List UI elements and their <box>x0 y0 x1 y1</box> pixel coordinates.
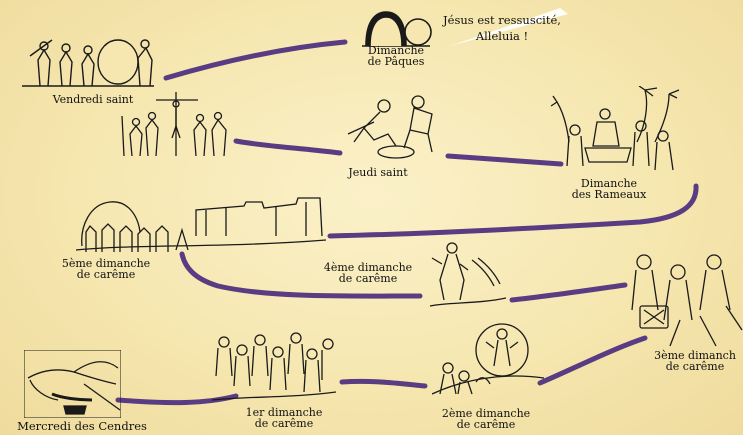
label-premier-line2: de carême <box>254 417 314 430</box>
label-quatre: 4ème dimanche de carême <box>316 262 420 284</box>
jesus-walking-scene <box>428 240 508 310</box>
tomb-scene <box>22 36 154 88</box>
path-segment-jeudi-vendredi <box>233 138 343 156</box>
label-announcement-line2: Alleluia ! <box>475 29 529 43</box>
label-deux-line1: 2ème dimanche <box>441 407 531 420</box>
label-deux-line2: de carême <box>456 418 516 431</box>
label-trois-line1: 3ème dimanch <box>654 349 736 362</box>
empty-tomb <box>360 8 432 48</box>
label-premier: 1er dimanche de carême <box>232 407 336 429</box>
label-paques: Dimanche de Pâques <box>350 45 442 67</box>
path-segment-premier-deux <box>339 378 428 389</box>
path-light-ray <box>450 8 568 46</box>
path-segment-quatre-cinq <box>179 251 423 299</box>
path-segment-rameaux-jeudi <box>445 153 564 167</box>
crowd-scene <box>630 250 743 348</box>
path-segment-deux-trois <box>537 335 648 386</box>
path-segment-cinq-rameaux <box>327 183 699 239</box>
label-cendres: Mercredi des Cendres <box>6 419 158 433</box>
label-premier-line1: 1er dimanche <box>245 406 323 419</box>
label-vendredi: Vendredi saint <box>30 94 156 105</box>
jerusalem-city-scene <box>76 196 328 252</box>
label-rameaux-line2: des Rameaux <box>571 188 647 201</box>
label-paques-line2: de Pâques <box>367 55 425 68</box>
label-vendredi-text: Vendredi saint <box>52 93 134 106</box>
label-jeudi: Jeudi saint <box>336 167 420 178</box>
label-paques-line1: Dimanche <box>367 44 425 57</box>
label-quatre-line1: 4ème dimanche <box>323 261 413 274</box>
label-trois: 3ème dimanch de carême <box>647 350 743 372</box>
foot-washing-scene <box>344 94 448 160</box>
path-segment-vendredi-paques <box>163 39 348 81</box>
label-cinq-line1: 5ème dimanche <box>61 257 151 270</box>
label-rameaux-line1: Dimanche <box>580 177 638 190</box>
label-cendres-text: Mercredi des Cendres <box>17 419 147 433</box>
label-deux: 2ème dimanche de carême <box>432 408 540 430</box>
label-cinq: 5ème dimanche de carême <box>50 258 162 280</box>
label-trois-line2: de carême <box>665 360 725 373</box>
path-segment-trois-quatre <box>509 282 628 303</box>
label-quatre-line2: de carême <box>338 272 398 285</box>
teaching-crowd-scene <box>212 330 336 404</box>
ashes-hand <box>24 350 121 418</box>
label-announcement: Jésus est ressuscité, Alleluia ! <box>436 12 568 44</box>
palm-procession-scene <box>545 86 685 172</box>
transfiguration-scene <box>432 320 544 396</box>
label-rameaux: Dimanche des Rameaux <box>562 178 656 200</box>
label-cinq-line2: de carême <box>76 268 136 281</box>
label-announcement-line1: Jésus est ressuscité, <box>443 13 561 27</box>
crucifixion-scene <box>118 86 236 158</box>
label-jeudi-text: Jeudi saint <box>348 166 408 179</box>
